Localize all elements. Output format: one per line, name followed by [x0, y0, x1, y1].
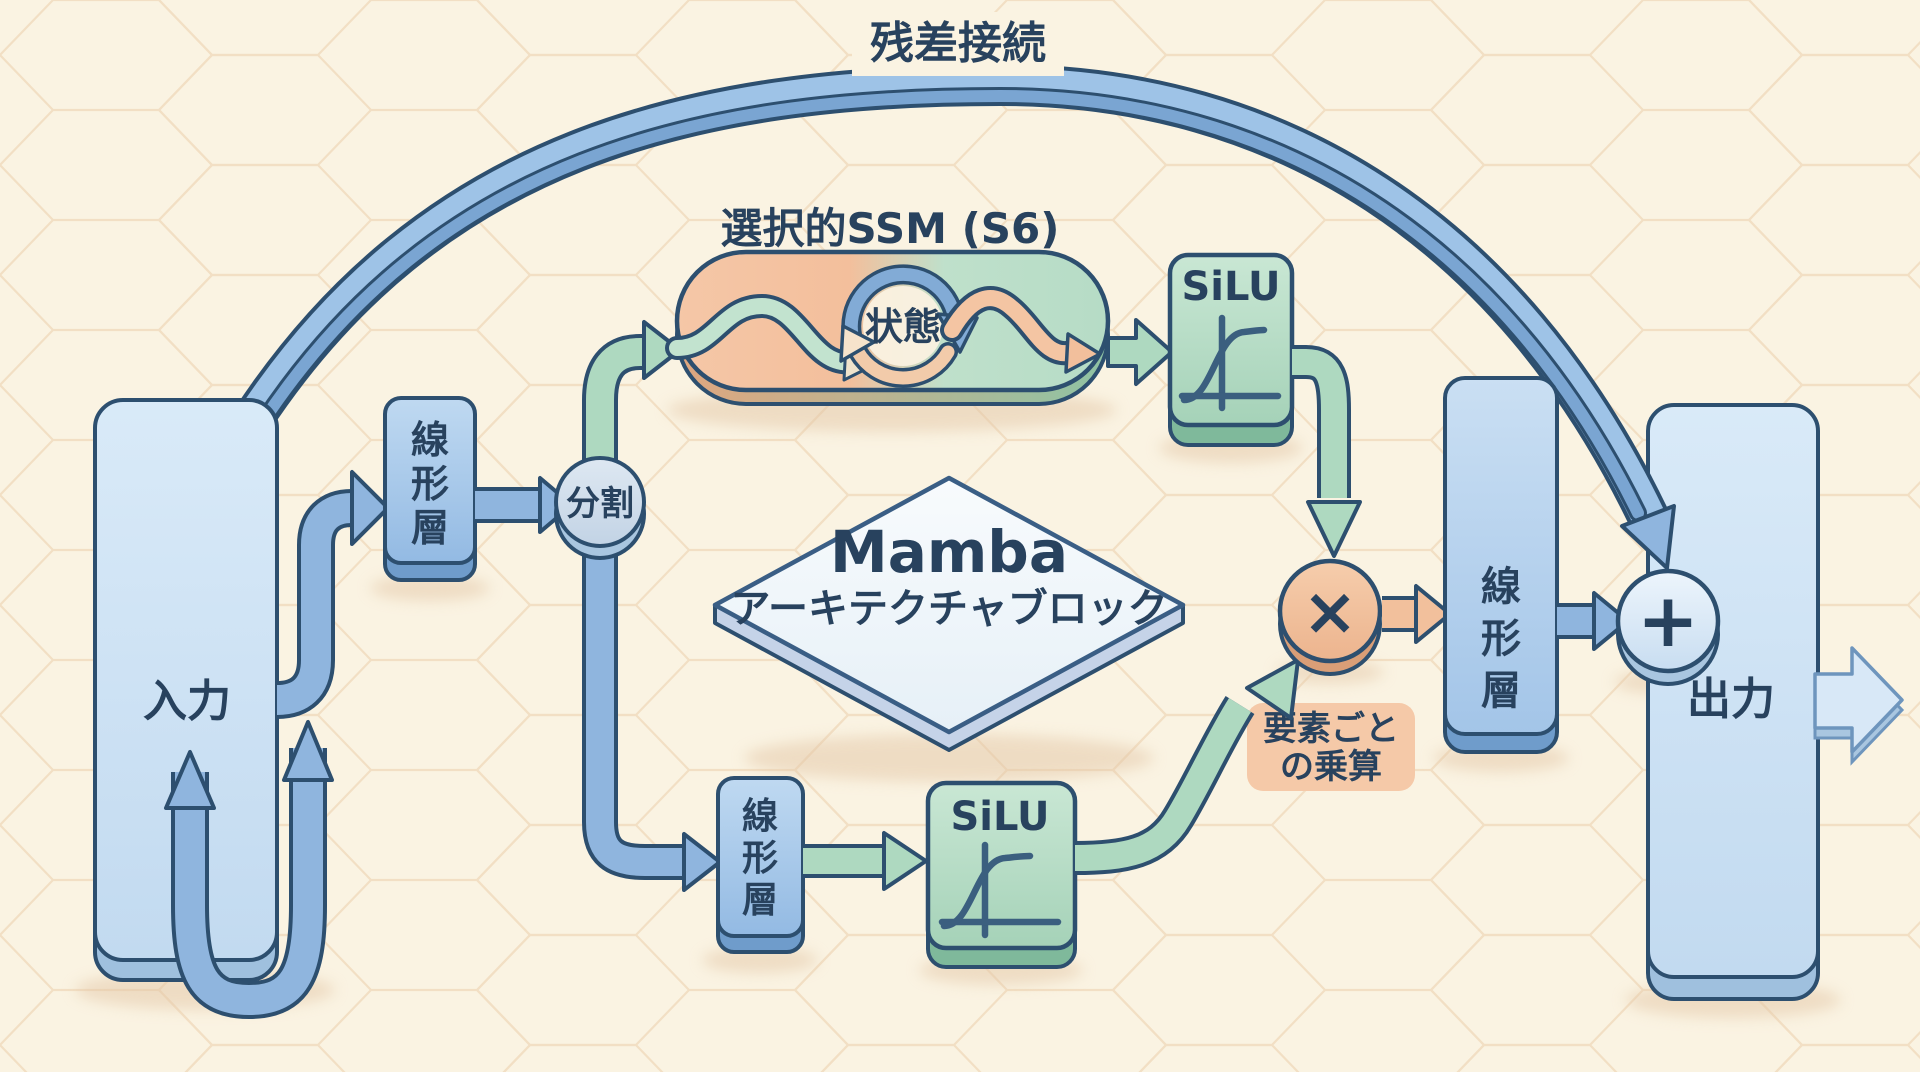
- multiply-node: ×: [1277, 558, 1383, 676]
- state-circle: [863, 286, 943, 366]
- cycle-arrow-bottom: [851, 345, 955, 385]
- split-node: 分割: [554, 456, 646, 560]
- output-arrow: [1813, 646, 1905, 766]
- elementwise-label-chip: 要素ごと の乗算: [1247, 703, 1415, 791]
- up-right-arrowhead-icon: [1245, 658, 1300, 720]
- output-label: 出力: [1687, 674, 1775, 725]
- split-label: 分割: [566, 484, 634, 524]
- linear2-char2: 形: [742, 838, 778, 879]
- arrow-linear2-to-silu: [803, 831, 928, 891]
- linear2-char3: 層: [742, 880, 778, 921]
- right-arrowhead-icon: [350, 470, 390, 546]
- ssm-title: 選択的SSM (S6): [721, 204, 1060, 253]
- linear3-char1: 線: [1481, 564, 1521, 610]
- linear3-char2: 形: [1481, 616, 1521, 662]
- add-node: +: [1615, 568, 1721, 686]
- silu-label: SiLU: [950, 794, 1049, 840]
- silu-block-bottom: SiLU: [925, 780, 1078, 969]
- silu-block-top: SiLU: [1167, 252, 1295, 447]
- input-label: 入力: [143, 676, 231, 727]
- arrow-linear3-to-plus: [1557, 591, 1630, 651]
- linear-layer-3: 線 形 層: [1443, 376, 1559, 754]
- residual-label-backing: [852, 12, 1064, 76]
- linear1-char2: 形: [411, 462, 449, 506]
- selective-ssm-capsule: 状態: [665, 249, 1174, 406]
- arrow-multiply-to-linear3: [1382, 584, 1452, 644]
- mamba-subtitle: アーキテクチャブロック: [730, 586, 1167, 632]
- sigmoid-curve-icon: [1178, 314, 1282, 412]
- silu-label: SiLU: [1181, 264, 1280, 310]
- input-block: [93, 398, 279, 982]
- right-arrowhead-icon: [1592, 591, 1630, 651]
- residual-connection-arc: 残差接続: [231, 12, 1676, 570]
- elementwise-line2: の乗算: [1280, 747, 1382, 787]
- right-arrowhead-icon: [642, 320, 682, 380]
- arrow-silu-top-to-multiply: [1292, 345, 1362, 558]
- linear-layer-2: 線 形 層: [716, 776, 805, 954]
- branch-split-to-ssm: [582, 320, 682, 468]
- right-arrowhead-icon: [882, 831, 928, 891]
- linear2-char1: 線: [742, 796, 778, 837]
- arrow-silu-bottom-to-multiply: [1074, 658, 1300, 875]
- residual-label: 残差接続: [870, 18, 1046, 69]
- mamba-diamond: Mamba アーキテクチャブロック: [712, 475, 1186, 752]
- mamba-title: Mamba: [830, 518, 1068, 586]
- right-arrowhead-icon: [682, 832, 722, 892]
- right-arrowhead-icon: [1414, 584, 1452, 644]
- multiply-symbol: ×: [1302, 573, 1357, 650]
- plus-symbol: +: [1637, 578, 1699, 664]
- ssm-exit-arrow: [1106, 318, 1174, 386]
- residual-arrowhead-icon: [1620, 504, 1676, 570]
- up-arrowhead-icon: [282, 720, 334, 782]
- linear-layer-1: 線 形 層: [383, 396, 477, 582]
- down-arrowhead-icon: [1306, 500, 1362, 558]
- linear3-char3: 層: [1481, 668, 1521, 714]
- state-label: 状態: [865, 305, 941, 349]
- branch-split-to-linear2: [582, 535, 722, 892]
- linear1-char1: 線: [411, 418, 449, 462]
- sigmoid-curve-icon: [938, 841, 1062, 939]
- input-stream-u-arrow: [164, 720, 334, 1020]
- wave-arrowhead-icon: [1064, 332, 1102, 374]
- cycle-arrowhead-icon: [839, 324, 876, 363]
- arrow-input-to-linear1: [275, 470, 390, 719]
- cycle-arrow-top: [844, 267, 962, 342]
- linear1-char3: 層: [411, 506, 449, 550]
- output-block: [1646, 403, 1820, 1001]
- up-arrowhead-icon: [164, 750, 216, 810]
